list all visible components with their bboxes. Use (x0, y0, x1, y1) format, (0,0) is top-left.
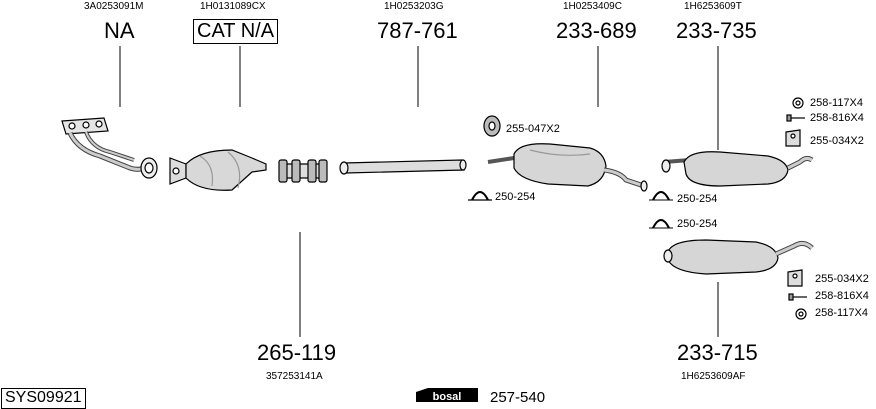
part-number-rear-upper[interactable]: 233-735 (676, 18, 757, 43)
bolt-upper-part (786, 114, 805, 122)
oe-number-connector: 357253141A (266, 371, 323, 382)
downpipe-part (61, 117, 158, 179)
middle-silencer-part (487, 143, 648, 192)
part-number-connector[interactable]: 265-119 (257, 340, 337, 365)
oe-number-rear-lower: 1H6253609AF (681, 371, 746, 382)
fitting-clamp-middle[interactable]: 250-254 (495, 191, 536, 203)
system-id: SYS09921 (1, 388, 86, 409)
svg-text:bosal: bosal (433, 391, 462, 403)
oe-number-front-pipe: 1H0253203G (384, 1, 444, 12)
hanger-lower-part (787, 269, 803, 287)
oe-number-rear-upper: 1H6253609T (684, 1, 742, 12)
part-number-catalyst[interactable]: CAT N/A (193, 19, 279, 44)
bolt-lower-part (788, 293, 807, 301)
fitting-hanger-lower[interactable]: 255-034X2 (815, 273, 869, 285)
hanger-upper-part (785, 129, 801, 147)
fitting-clamp-upper-rear[interactable]: 250-254 (677, 193, 718, 205)
rear-silencer-lower-part (663, 239, 814, 275)
fitting-bolt-upper[interactable]: 258-816X4 (810, 112, 864, 124)
front-pipe-part (339, 159, 467, 175)
mount-middle-part (483, 115, 501, 137)
fitting-mount-middle[interactable]: 255-047X2 (506, 123, 560, 135)
clamp-middle-part (468, 191, 492, 201)
oe-number-downpipe: 3A0253091M (84, 1, 144, 12)
brand-part-number[interactable]: 257-540 (490, 389, 546, 406)
part-number-rear-lower[interactable]: 233-715 (677, 340, 758, 365)
connector-part (278, 159, 328, 183)
fitting-hanger-upper[interactable]: 255-034X2 (810, 135, 864, 147)
bosal-logo: bosal (416, 388, 478, 403)
part-number-downpipe[interactable]: NA (104, 18, 135, 43)
part-number-front-pipe[interactable]: 787-761 (377, 18, 458, 43)
oe-number-catalyst: 1H0131089CX (200, 1, 266, 12)
ring-upper-part (792, 97, 804, 109)
clamp-upper-rear-part (649, 191, 673, 201)
rear-silencer-upper-part (661, 151, 814, 187)
clamp-lower-rear-part (649, 219, 673, 229)
part-number-middle-silencer[interactable]: 233-689 (556, 18, 637, 43)
fitting-ring-upper[interactable]: 258-117X4 (810, 97, 864, 109)
fitting-bolt-lower[interactable]: 258-816X4 (815, 290, 869, 302)
fitting-clamp-lower-rear[interactable]: 250-254 (677, 218, 718, 230)
oe-number-middle-silencer: 1H0253409C (563, 1, 622, 12)
fitting-ring-lower[interactable]: 258-117X4 (815, 307, 869, 319)
ring-lower-part (795, 308, 807, 320)
catalyst-part (169, 149, 267, 191)
